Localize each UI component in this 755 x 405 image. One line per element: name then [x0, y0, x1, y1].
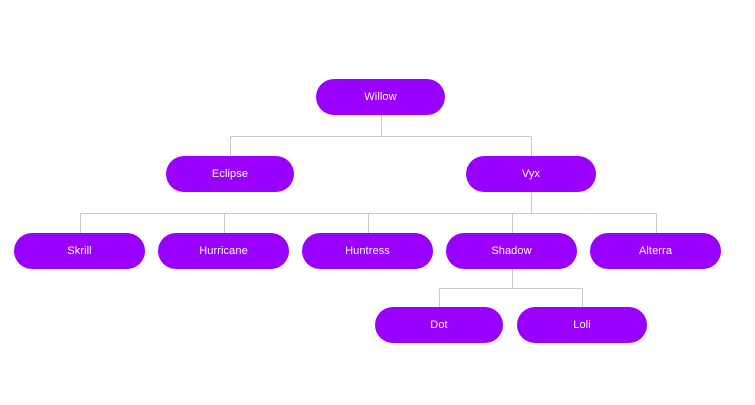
tree-node-vyx[interactable]: Vyx	[466, 156, 596, 192]
tree-node-loli[interactable]: Loli	[517, 307, 647, 343]
tree-node-alterra[interactable]: Alterra	[590, 233, 721, 269]
tree-node-label: Vyx	[521, 167, 541, 180]
tree-node-willow[interactable]: Willow	[316, 79, 445, 115]
tree-node-label: Dot	[430, 318, 448, 331]
tree-node-huntress[interactable]: Huntress	[302, 233, 433, 269]
tree-node-hurricane[interactable]: Hurricane	[158, 233, 289, 269]
tree-node-label: Alterra	[638, 244, 673, 257]
tree-node-label: Eclipse	[211, 167, 249, 180]
tree-node-label: Skrill	[67, 244, 92, 257]
tree-node-label: Loli	[573, 318, 591, 331]
tree-node-label: Huntress	[345, 244, 390, 257]
tree-node-eclipse[interactable]: Eclipse	[166, 156, 294, 192]
tree-node-shadow[interactable]: Shadow	[446, 233, 577, 269]
tree-node-skrill[interactable]: Skrill	[14, 233, 145, 269]
tree-node-label: Willow	[364, 90, 397, 103]
tree-node-label: Shadow	[491, 244, 532, 257]
tree-node-label: Hurricane	[199, 244, 248, 257]
tree-node-dot[interactable]: Dot	[375, 307, 503, 343]
